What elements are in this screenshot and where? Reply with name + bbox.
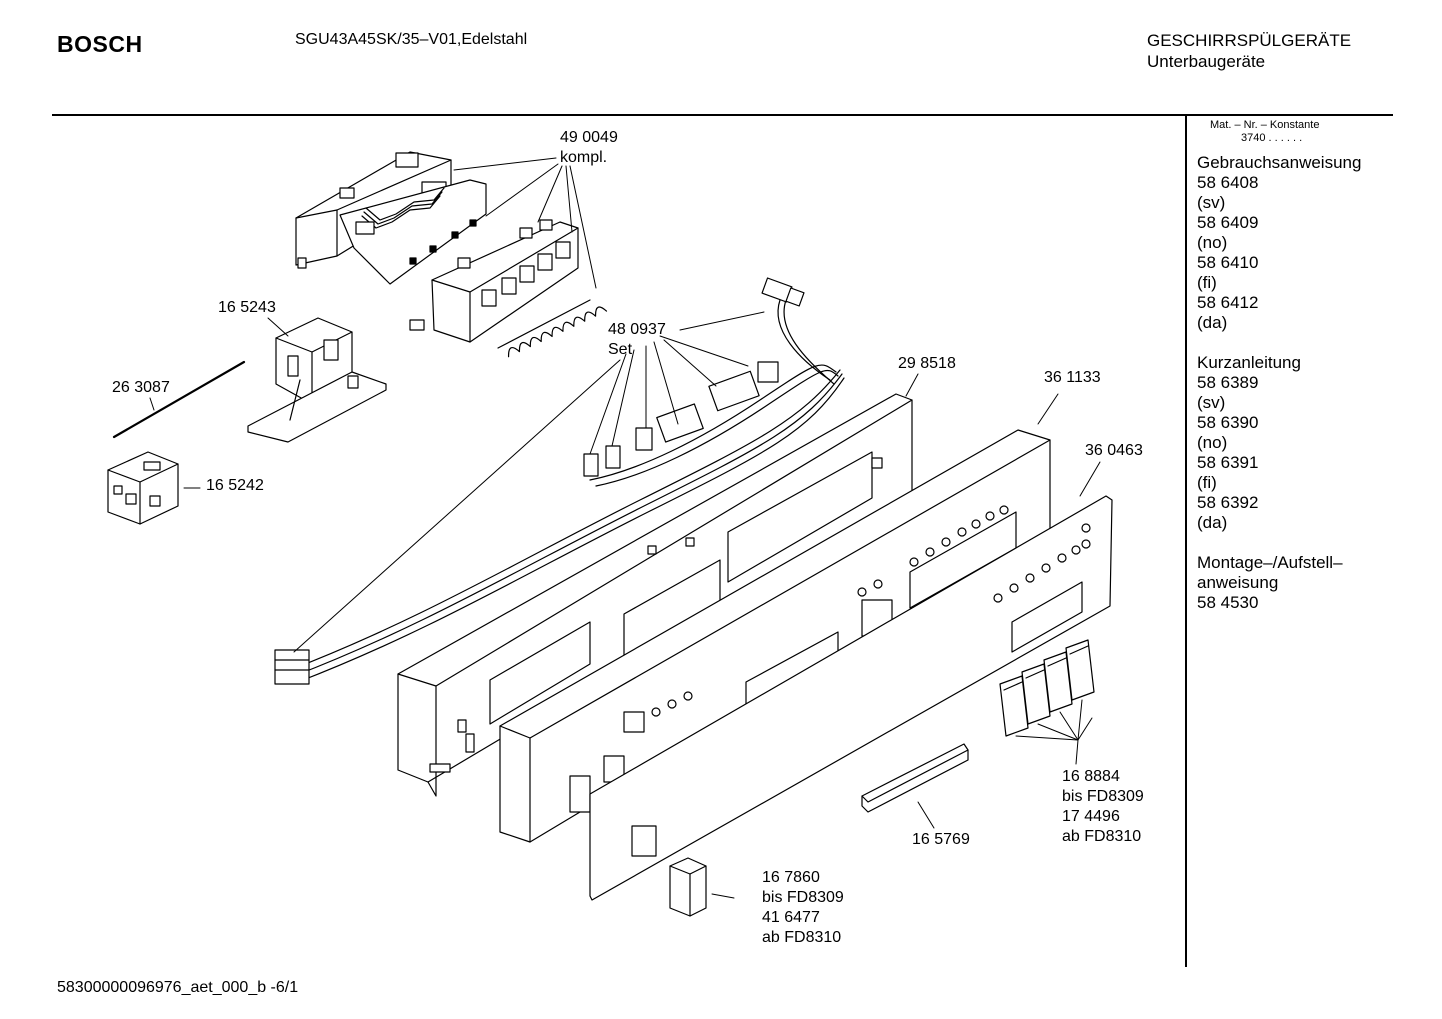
trim-strip bbox=[861, 743, 969, 813]
sidebar-line: 58 6390 bbox=[1197, 413, 1259, 432]
part-note: kompl. bbox=[560, 149, 608, 166]
part-label-480937: 48 0937 Set bbox=[608, 320, 666, 360]
part-label-165242: 16 5242 bbox=[206, 476, 264, 496]
part-label-361133: 36 1133 bbox=[1044, 368, 1101, 388]
control-frame bbox=[397, 393, 913, 797]
leader-lines bbox=[149, 157, 1101, 899]
part-label-490049: 49 0049 kompl. bbox=[560, 128, 618, 168]
sidebar-line: anweisung bbox=[1197, 573, 1279, 592]
sidebar-line: (no) bbox=[1197, 433, 1228, 452]
connecting-rod bbox=[112, 360, 246, 439]
part-note: Set bbox=[608, 341, 633, 358]
sidebar-line: Montage–/Aufstell– bbox=[1197, 553, 1343, 572]
part-label-360463: 36 0463 bbox=[1085, 441, 1143, 461]
push-buttons bbox=[999, 639, 1095, 737]
mat-number-value: 3740 . . . . . . bbox=[1241, 132, 1303, 144]
part-note: bis FD8309 bbox=[1062, 788, 1144, 805]
part-number: 17 4496 bbox=[1062, 808, 1120, 825]
part-number: 16 8884 bbox=[1062, 768, 1120, 785]
sidebar-line: 58 6392 bbox=[1197, 493, 1259, 512]
sidebar-line: 58 6391 bbox=[1197, 453, 1259, 472]
sidebar-line: (sv) bbox=[1197, 393, 1226, 412]
part-number: 16 5769 bbox=[912, 831, 970, 848]
part-number: 36 0463 bbox=[1085, 442, 1143, 459]
sidebar-line: (fi) bbox=[1197, 273, 1217, 292]
sidebar-line: Gebrauchsanweisung bbox=[1197, 153, 1362, 172]
part-number: 16 5242 bbox=[206, 477, 264, 494]
category-title: GESCHIRRSPÜLGERÄTE bbox=[1147, 31, 1352, 50]
support-bracket bbox=[247, 317, 387, 443]
sidebar-line: 58 6408 bbox=[1197, 173, 1259, 192]
door-switch bbox=[107, 451, 179, 525]
sidebar-line: (da) bbox=[1197, 313, 1228, 332]
sidebar-line: Kurzanleitung bbox=[1197, 353, 1301, 372]
part-label-165769: 16 5769 bbox=[912, 830, 970, 850]
part-number: 49 0049 bbox=[560, 129, 618, 146]
sidebar-divider bbox=[1185, 116, 1187, 967]
selector-knob bbox=[669, 857, 707, 917]
part-number: 16 7860 bbox=[762, 869, 820, 886]
model-title: SGU43A45SK/35–V01,Edelstahl bbox=[295, 31, 528, 48]
part-number: 16 5243 bbox=[218, 299, 276, 316]
part-label-165243: 16 5243 bbox=[218, 298, 276, 318]
sidebar-line: 58 6389 bbox=[1197, 373, 1259, 392]
front-fascia bbox=[589, 495, 1113, 901]
part-note: ab FD8310 bbox=[762, 929, 842, 946]
sidebar-line: (no) bbox=[1197, 233, 1228, 252]
part-label-167860: 16 7860 bis FD8309 41 6477 ab FD8310 bbox=[762, 868, 844, 948]
part-number: 36 1133 bbox=[1044, 369, 1101, 386]
sidebar-line: 58 4530 bbox=[1197, 593, 1259, 612]
control-module-assembly bbox=[295, 151, 608, 358]
part-label-298518: 29 8518 bbox=[898, 354, 956, 374]
sidebar-line: 58 6410 bbox=[1197, 253, 1259, 272]
document-footer-id: 58300000096976_aet_000_b -6/1 bbox=[57, 979, 299, 996]
part-note: ab FD8310 bbox=[1062, 828, 1142, 845]
part-number: 26 3087 bbox=[112, 379, 170, 396]
part-number: 41 6477 bbox=[762, 909, 820, 926]
part-label-168884: 16 8884 bis FD8309 17 4496 ab FD8310 bbox=[1062, 767, 1144, 847]
document-sidebar: Mat. – Nr. – Konstante 3740 . . . . . . … bbox=[1197, 119, 1387, 613]
wire-harness bbox=[274, 277, 845, 685]
category-subtitle: Unterbaugeräte bbox=[1147, 52, 1266, 71]
sidebar-line: (da) bbox=[1197, 513, 1228, 532]
brand-logo: BOSCH bbox=[57, 31, 143, 57]
sidebar-line: (sv) bbox=[1197, 193, 1226, 212]
sidebar-line: 58 6412 bbox=[1197, 293, 1259, 312]
part-label-263087: 26 3087 bbox=[112, 378, 170, 398]
header-divider bbox=[52, 114, 1393, 116]
sidebar-line: 58 6409 bbox=[1197, 213, 1259, 232]
mat-number-label: Mat. – Nr. – Konstante bbox=[1210, 119, 1320, 131]
sidebar-line: (fi) bbox=[1197, 473, 1217, 492]
part-number: 29 8518 bbox=[898, 355, 956, 372]
part-note: bis FD8309 bbox=[762, 889, 844, 906]
part-number: 48 0937 bbox=[608, 321, 666, 338]
